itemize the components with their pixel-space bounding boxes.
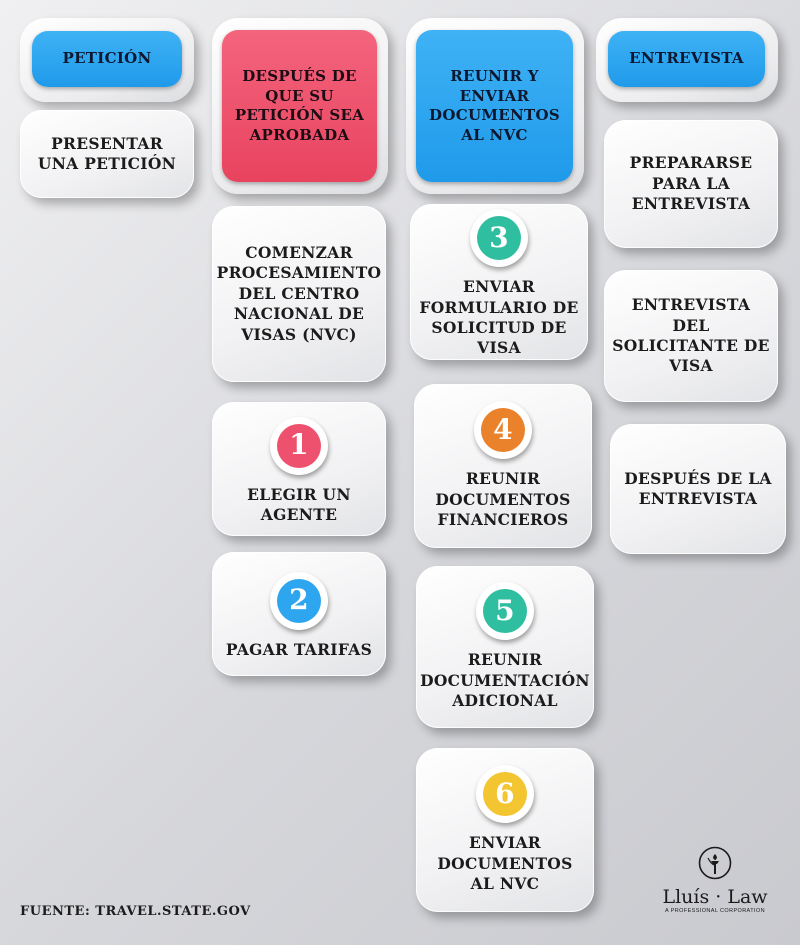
step-6-enviar-documentos: 6 ENVIAR DOCUMENTOS AL NVC xyxy=(416,748,594,912)
header-frame-aprobada: DESPUÉS DE QUE SU PETICIÓN SEA APROBADA xyxy=(212,18,388,194)
step-label: DESPUÉS DE LA ENTREVISTA xyxy=(624,468,772,508)
header-reunir-enviar: REUNIR Y ENVIAR DOCUMENTOS AL NVC xyxy=(416,30,573,182)
step-presentar-peticion: PRESENTAR UNA PETICIÓN xyxy=(20,110,194,198)
header-frame-peticion: PETICIÓN xyxy=(20,18,194,102)
step-number-1: 1 xyxy=(277,423,321,468)
step-number-badge: 2 xyxy=(270,571,328,630)
step-4-documentos-financieros: 4 REUNIR DOCUMENTOS FINANCIEROS xyxy=(414,384,592,548)
header-peticion-label: PETICIÓN xyxy=(62,49,152,68)
company-logo: Lluís · Law A PROFESSIONAL CORPORATION xyxy=(660,846,770,914)
step-number-5: 5 xyxy=(483,589,527,634)
step-comenzar-procesamiento: COMENZAR PROCESAMIENTO DEL CENTRO NACION… xyxy=(212,206,386,382)
step-label: ENTREVISTA DEL SOLICITANTE DE VISA xyxy=(612,295,770,376)
step-number-badge: 5 xyxy=(476,582,534,641)
step-label: PREPARARSE PARA LA ENTREVISTA xyxy=(629,153,753,214)
step-label: COMENZAR PROCESAMIENTO DEL CENTRO NACION… xyxy=(216,242,382,344)
step-number-badge: 4 xyxy=(474,401,532,460)
header-aprobada: DESPUÉS DE QUE SU PETICIÓN SEA APROBADA xyxy=(222,30,377,182)
step-number-badge: 3 xyxy=(470,209,528,268)
step-number-badge: 1 xyxy=(270,416,328,475)
step-5-documentacion-adicional: 5 REUNIR DOCUMENTACIÓN ADICIONAL xyxy=(416,566,594,728)
step-label: PAGAR TARIFAS xyxy=(225,639,373,659)
step-label: ELEGIR UN AGENTE xyxy=(247,484,351,524)
step-number-4: 4 xyxy=(481,408,525,453)
header-entrevista: ENTREVISTA xyxy=(608,31,765,87)
step-3-enviar-formulario: 3 ENVIAR FORMULARIO DE SOLICITUD DE VISA xyxy=(410,204,588,360)
step-number-badge: 6 xyxy=(476,765,534,824)
header-aprobada-label: DESPUÉS DE QUE SU PETICIÓN SEA APROBADA xyxy=(234,67,365,144)
header-frame-entrevista: ENTREVISTA xyxy=(596,18,778,102)
step-despues-entrevista: DESPUÉS DE LA ENTREVISTA xyxy=(610,424,786,554)
logo-name: Lluís · Law xyxy=(662,886,768,908)
step-1-elegir-agente: 1 ELEGIR UN AGENTE xyxy=(212,402,386,536)
header-reunir-enviar-label: REUNIR Y ENVIAR DOCUMENTOS AL NVC xyxy=(429,67,560,144)
torch-emblem-icon xyxy=(698,846,732,880)
step-label: ENVIAR DOCUMENTOS AL NVC xyxy=(437,833,573,894)
step-number-3: 3 xyxy=(477,216,521,261)
header-frame-reunir-enviar: REUNIR Y ENVIAR DOCUMENTOS AL NVC xyxy=(406,18,584,194)
step-2-pagar-tarifas: 2 PAGAR TARIFAS xyxy=(212,552,386,676)
step-label: REUNIR DOCUMENTOS FINANCIEROS xyxy=(435,469,571,530)
step-number-2: 2 xyxy=(277,578,321,623)
header-peticion: PETICIÓN xyxy=(32,31,182,87)
step-label: ENVIAR FORMULARIO DE SOLICITUD DE VISA xyxy=(419,277,579,358)
step-prepararse-entrevista: PREPARARSE PARA LA ENTREVISTA xyxy=(604,120,778,248)
step-label: PRESENTAR UNA PETICIÓN xyxy=(37,133,177,173)
source-credit: FUENTE: TRAVEL.STATE.GOV xyxy=(20,904,251,919)
step-number-6: 6 xyxy=(483,772,527,817)
step-label: REUNIR DOCUMENTACIÓN ADICIONAL xyxy=(420,650,590,711)
step-entrevista-solicitante: ENTREVISTA DEL SOLICITANTE DE VISA xyxy=(604,270,778,402)
logo-tagline: A PROFESSIONAL CORPORATION xyxy=(665,908,765,914)
header-entrevista-label: ENTREVISTA xyxy=(629,49,744,68)
